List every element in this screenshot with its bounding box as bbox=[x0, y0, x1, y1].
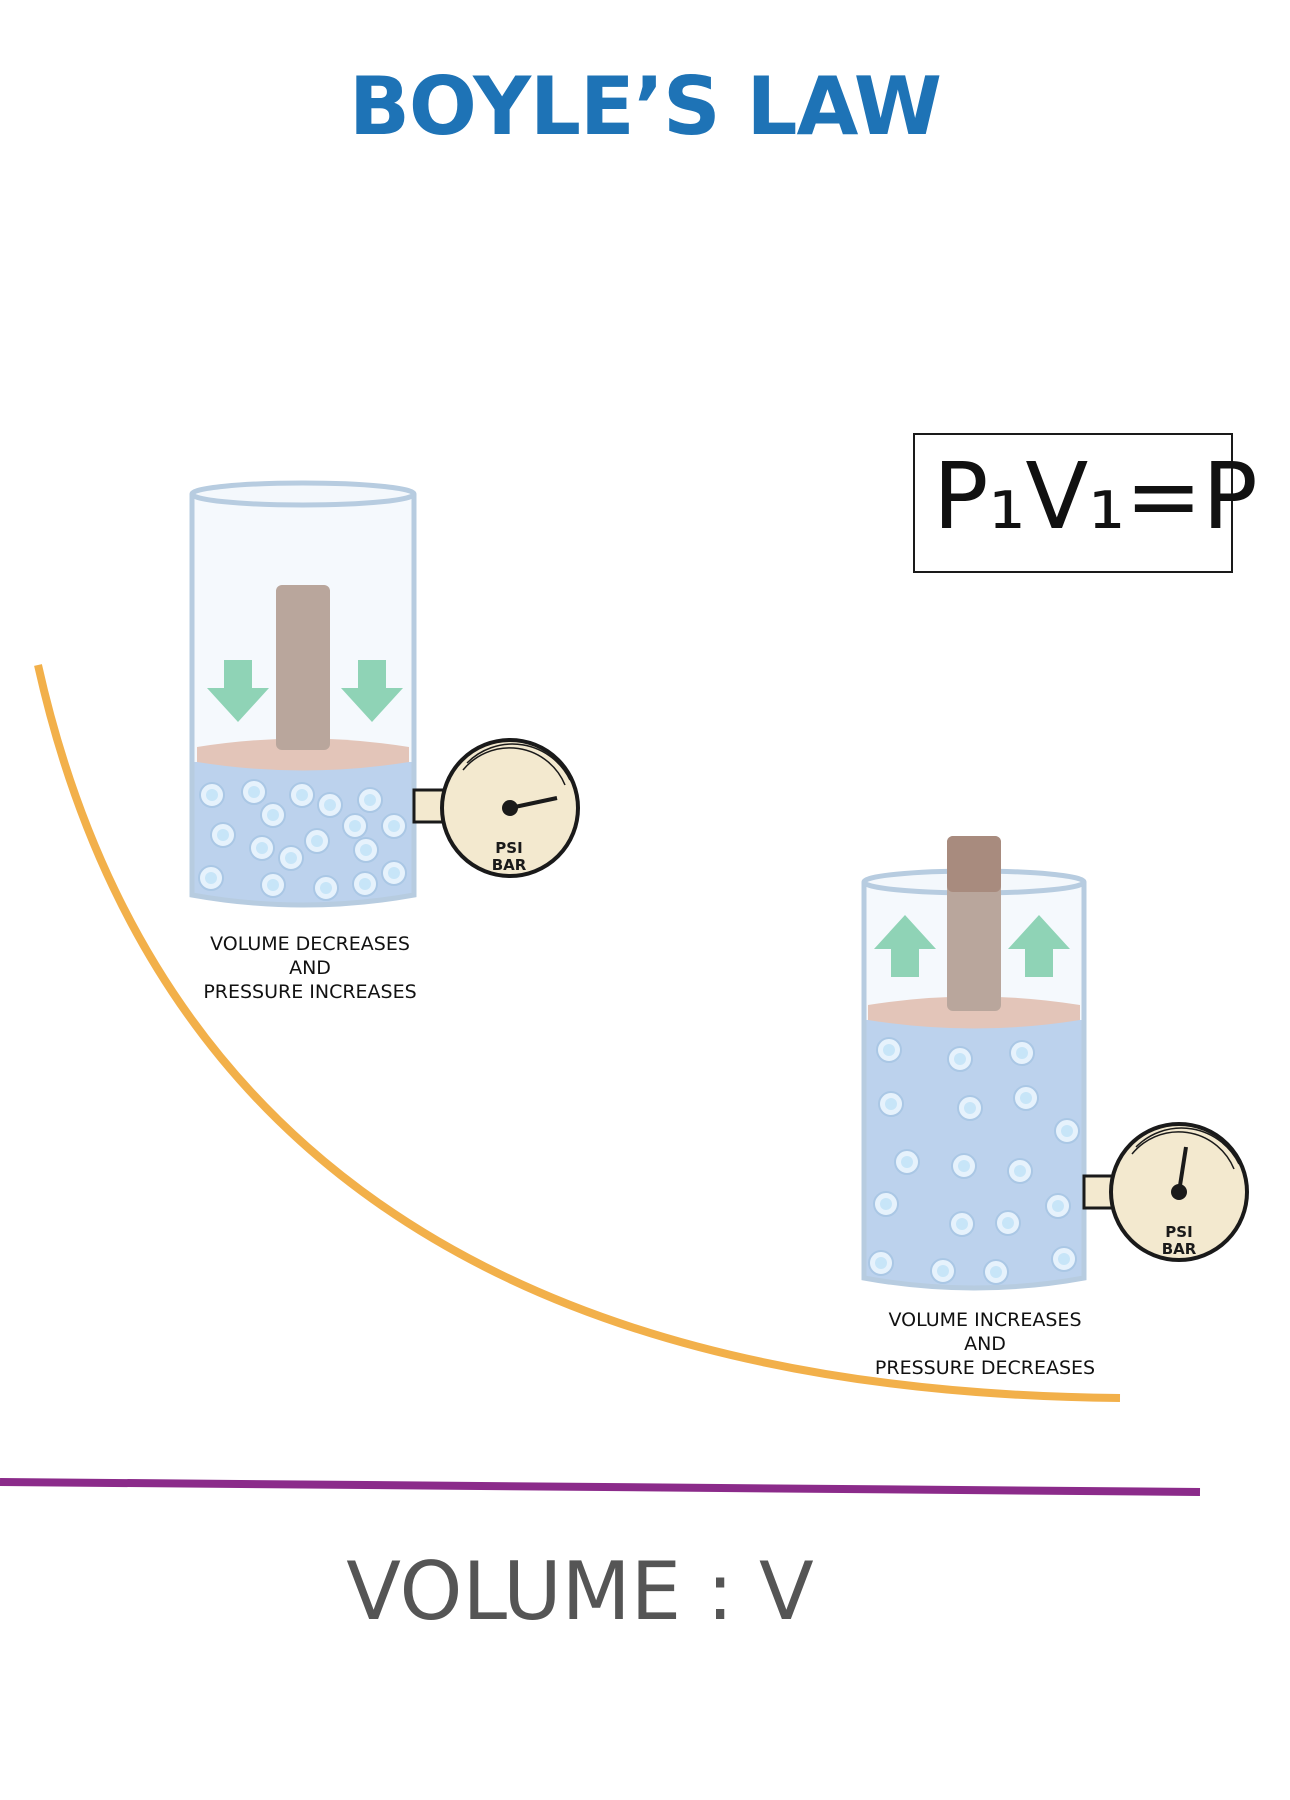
right-piston bbox=[868, 996, 1080, 1029]
gas-particle-core bbox=[320, 882, 332, 894]
caption-line: PRESSURE INCREASES bbox=[203, 981, 417, 1003]
left-cylinder-caption: VOLUME DECREASES AND PRESSURE INCREASES bbox=[190, 932, 430, 1004]
left-piston-rod bbox=[276, 585, 330, 750]
gas-particle-core bbox=[937, 1265, 949, 1277]
gas-particle-core bbox=[364, 794, 376, 806]
pressure-volume-curve bbox=[34, 664, 1121, 1402]
right-piston-rod-top bbox=[947, 836, 1001, 892]
gas-particle-core bbox=[311, 835, 323, 847]
diagram-art: PSI BAR PSI BAR bbox=[0, 480, 1249, 1496]
gas-particle-core bbox=[205, 872, 217, 884]
gas-particle-core bbox=[958, 1160, 970, 1172]
left-piston bbox=[197, 738, 409, 771]
right-up-arrow-icon bbox=[1008, 915, 1070, 977]
left-cylinder-rim bbox=[189, 480, 417, 508]
gas-particle-core bbox=[1061, 1125, 1073, 1137]
boyles-law-formula: P₁V₁=P bbox=[933, 443, 1258, 550]
left-gauge-label-bar: BAR bbox=[492, 856, 527, 874]
gas-particle-core bbox=[248, 786, 260, 798]
gas-particle-core bbox=[296, 789, 308, 801]
right-gauge-label-psi: PSI bbox=[1165, 1223, 1192, 1241]
right-pressure-gauge: PSI BAR bbox=[1109, 1122, 1249, 1262]
gas-particle-core bbox=[285, 852, 297, 864]
gas-particle-core bbox=[1058, 1253, 1070, 1265]
gas-particle-core bbox=[885, 1098, 897, 1110]
caption-line: VOLUME DECREASES bbox=[210, 933, 410, 955]
gas-particle-core bbox=[388, 867, 400, 879]
gas-particle-core bbox=[1014, 1165, 1026, 1177]
right-cylinder: PSI BAR bbox=[861, 836, 1249, 1291]
gas-particle-core bbox=[267, 809, 279, 821]
left-down-arrow-icon bbox=[341, 660, 403, 722]
gas-particle-core bbox=[217, 829, 229, 841]
left-gas-particles bbox=[198, 779, 407, 901]
left-down-arrow-icon bbox=[207, 660, 269, 722]
boyles-law-diagram: BOYLE’S LAW PSI BAR bbox=[0, 60, 1258, 1638]
left-gauge-needle bbox=[509, 796, 558, 810]
caption-line: VOLUME INCREASES bbox=[888, 1309, 1082, 1331]
page-title: BOYLE’S LAW bbox=[348, 60, 942, 153]
left-gauge-connector bbox=[412, 788, 446, 824]
gas-particle-core bbox=[1052, 1200, 1064, 1212]
gas-particle-core bbox=[359, 878, 371, 890]
gas-particle-core bbox=[324, 799, 336, 811]
left-pressure-gauge: PSI BAR bbox=[440, 738, 580, 878]
caption-line: AND bbox=[289, 957, 331, 979]
gas-particle-core bbox=[206, 789, 218, 801]
left-gauge-label-psi: PSI bbox=[495, 839, 522, 857]
gas-particle-core bbox=[901, 1156, 913, 1168]
formula-box: P₁V₁=P bbox=[913, 433, 1258, 573]
gas-particle-core bbox=[954, 1053, 966, 1065]
gas-particle-core bbox=[880, 1198, 892, 1210]
gas-particle-core bbox=[267, 879, 279, 891]
right-gauge-label-bar: BAR bbox=[1162, 1240, 1197, 1258]
gas-particle-core bbox=[256, 842, 268, 854]
right-gas-particles bbox=[868, 1037, 1080, 1285]
right-up-arrow-icon bbox=[874, 915, 936, 977]
gas-particle-core bbox=[990, 1266, 1002, 1278]
right-cylinder-glass bbox=[861, 882, 1087, 1291]
gas-particle-core bbox=[1020, 1092, 1032, 1104]
gas-particle-core bbox=[349, 820, 361, 832]
x-axis-line bbox=[0, 1478, 1201, 1496]
gas-particle-core bbox=[360, 844, 372, 856]
gas-particle-core bbox=[956, 1218, 968, 1230]
gas-particle-core bbox=[388, 820, 400, 832]
caption-line: PRESSURE DECREASES bbox=[874, 1357, 1096, 1379]
gas-particle-core bbox=[1002, 1217, 1014, 1229]
gas-particle-core bbox=[1016, 1047, 1028, 1059]
gas-particle-core bbox=[964, 1102, 976, 1114]
gas-particle-core bbox=[883, 1044, 895, 1056]
right-cylinder-caption: VOLUME INCREASES AND PRESSURE DECREASES bbox=[865, 1308, 1105, 1380]
caption-line: AND bbox=[964, 1333, 1006, 1355]
x-axis-label: VOLUME : V bbox=[346, 1545, 814, 1638]
left-cylinder: PSI BAR bbox=[189, 480, 580, 908]
gas-particle-core bbox=[875, 1257, 887, 1269]
